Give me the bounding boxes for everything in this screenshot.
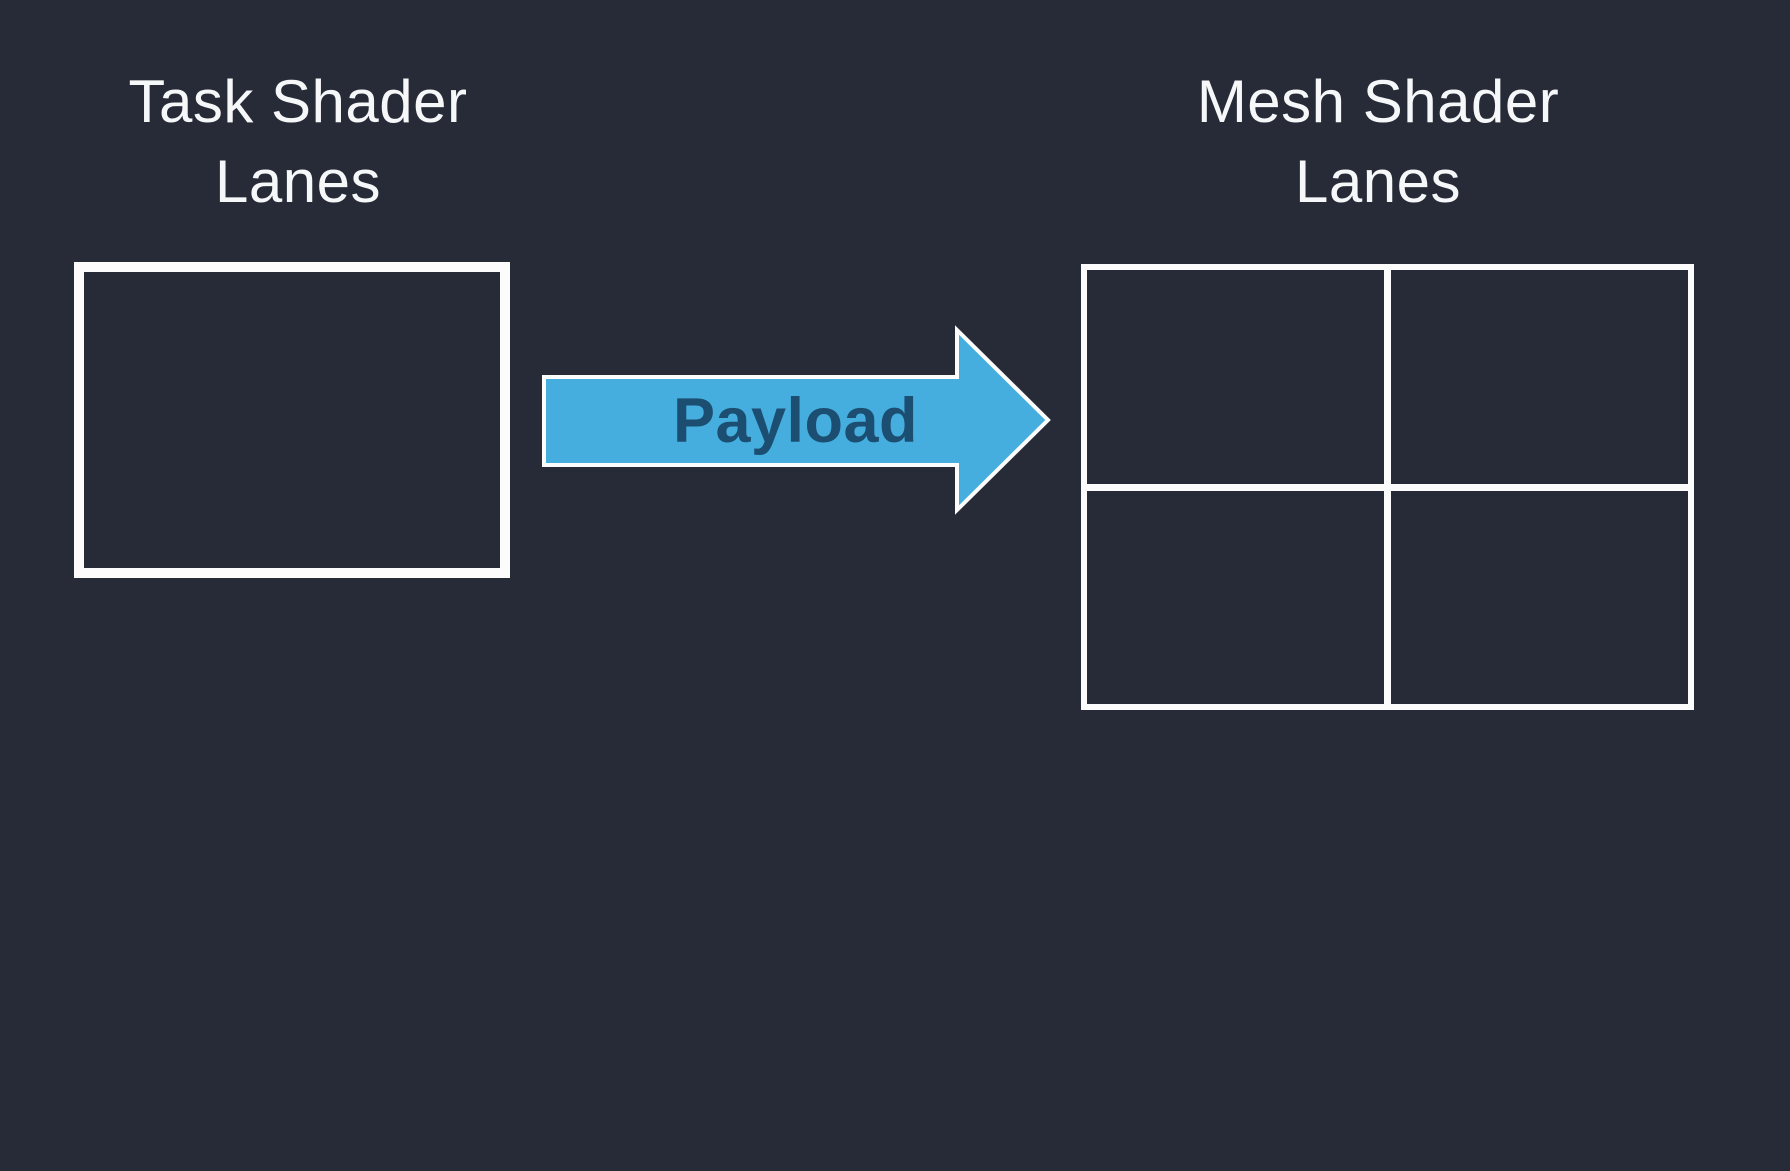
- mesh-lane-cell: [1087, 270, 1384, 484]
- mesh-shader-lane-grid: [1081, 264, 1694, 710]
- mesh-shader-title: Mesh Shader Lanes: [1108, 62, 1648, 222]
- task-shader-title-line2: Lanes: [215, 148, 381, 215]
- task-shader-title-line1: Task Shader: [128, 68, 468, 135]
- payload-label: Payload: [672, 386, 919, 456]
- mesh-lane-cell: [1391, 490, 1688, 704]
- mesh-shader-title-line2: Lanes: [1295, 148, 1461, 215]
- mesh-lane-cell: [1087, 490, 1384, 704]
- mesh-lane-cell: [1391, 270, 1688, 484]
- task-shader-lane-box: [74, 262, 510, 578]
- task-shader-title: Task Shader Lanes: [28, 62, 568, 222]
- mesh-shader-title-line1: Mesh Shader: [1196, 68, 1560, 135]
